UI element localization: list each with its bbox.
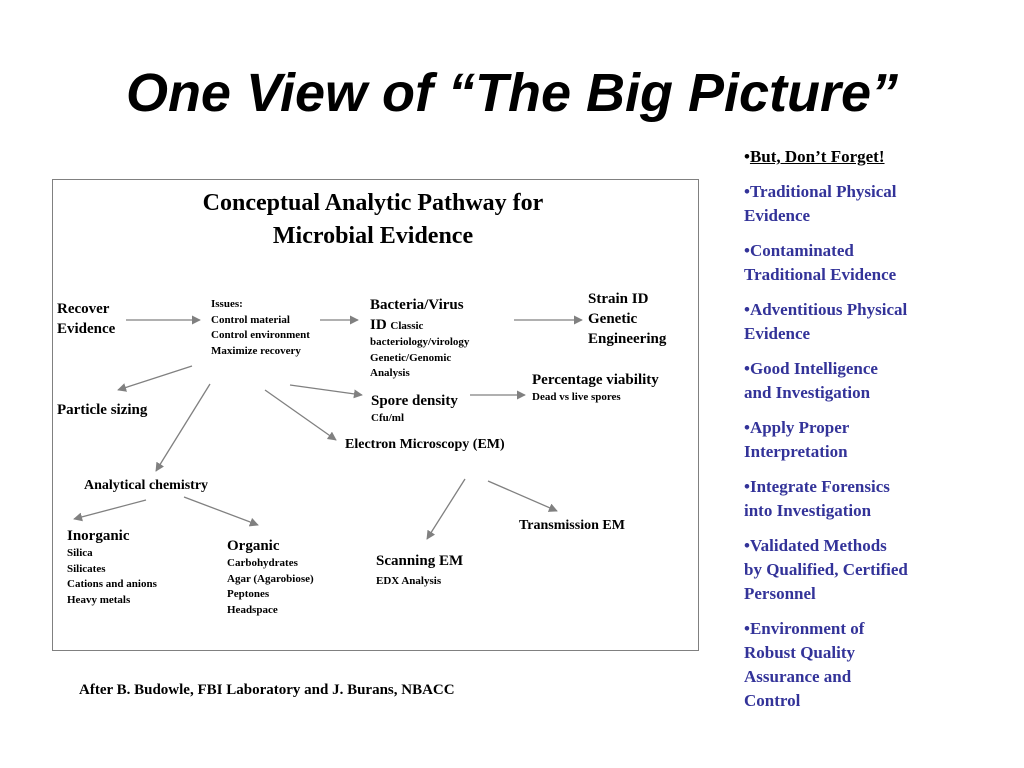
bacteria-line-2-main: ID [370, 317, 387, 333]
spore-main: Spore density [371, 393, 458, 409]
reminder-item: •Traditional Physical Evidence [744, 180, 959, 228]
spore-sub: Cfu/ml [371, 412, 404, 424]
bullet-glyph: • [744, 147, 750, 166]
reminder-line: Environment of [749, 619, 865, 638]
arrow-to-scanning [426, 478, 466, 540]
analytical-chemistry-node: Analytical chemistry [84, 478, 209, 493]
reminder-line: Personnel [744, 584, 816, 603]
particle-sizing-node: Particle sizing [57, 402, 148, 418]
transmission-em-node: Transmission EM [519, 518, 625, 533]
arrow-to-particle [117, 365, 193, 392]
bullet-glyph: • [744, 359, 750, 378]
reminder-line: by Qualified, Certified [744, 560, 908, 579]
percentage-main: Percentage viability [532, 372, 659, 388]
issues-line-1: Issues: [211, 298, 243, 310]
percentage-viability-node: Percentage viability Dead vs live spores [532, 370, 659, 406]
issues-line-4: Maximize recovery [211, 344, 301, 357]
issues-line-2: Control material [211, 313, 290, 326]
inorganic-item-1: Silica [67, 547, 93, 559]
organic-item-3: Peptones [227, 588, 270, 600]
reminder-item: •Validated Methods by Qualified, Certifi… [744, 534, 959, 606]
arrow-to-analytical [155, 383, 211, 472]
scanning-sub: EDX Analysis [376, 575, 442, 587]
inorganic-item-4: Heavy metals [67, 593, 131, 606]
reminder-line: into Investigation [744, 501, 872, 520]
diagram-title-line-1: Conceptual Analytic Pathway for [202, 190, 544, 216]
reminder-item: •Integrate Forensics into Investigation [744, 475, 959, 523]
organic-node: Organic Carbohydrates Agar (Agarobiose) … [227, 536, 314, 618]
diagram-panel [52, 179, 699, 651]
organic-item-2: Agar (Agarobiose) [227, 572, 314, 585]
reminder-line: Evidence [744, 206, 811, 225]
arrow-to-organic [183, 496, 259, 527]
reminder-line: Integrate Forensics [749, 477, 890, 496]
spore-density-node: Spore density Cfu/ml [371, 391, 458, 427]
reminder-line: Apply Proper [749, 418, 850, 437]
reminder-line: Traditional Evidence [744, 265, 897, 284]
bullet-glyph: • [744, 182, 750, 201]
bacteria-virus-node: Bacteria/Virus ID Classic bacteriology/v… [370, 295, 469, 382]
bullet-glyph: • [744, 619, 750, 638]
arrow-to-inorganic [73, 499, 147, 522]
inorganic-item-3: Cations and anions [67, 578, 157, 590]
arrow-to-transmission [487, 480, 558, 512]
bullet-glyph: • [744, 536, 750, 555]
reminder-line: Robust Quality [744, 643, 855, 662]
bacteria-small-1: bacteriology/virology [370, 336, 470, 348]
bacteria-small-2: Genetic/Genomic [370, 351, 452, 364]
reminder-list: •But, Don’t Forget! •Traditional Physica… [744, 145, 959, 724]
inorganic-item-2: Silicates [67, 562, 106, 575]
recover-line-1: Recover [57, 301, 110, 317]
scanning-em-node: Scanning EM EDX Analysis [376, 551, 463, 590]
reminder-line: Control [744, 691, 801, 710]
inorganic-main: Inorganic [67, 528, 130, 544]
scanning-main: Scanning EM [376, 553, 464, 569]
reminder-line: Adventitious Physical [749, 300, 908, 319]
bullet-glyph: • [744, 241, 750, 260]
reminder-line: Assurance and [744, 667, 852, 686]
reminder-line: and Investigation [744, 383, 871, 402]
slide-title: One View of “The Big Picture” [125, 63, 899, 123]
reminder-line: Interpretation [744, 442, 848, 461]
reminder-line: Traditional Physical [749, 182, 897, 201]
strain-line-1: Strain ID [588, 291, 649, 307]
bullet-glyph: • [744, 418, 750, 437]
reminder-line: Contaminated [749, 241, 854, 260]
reminder-heading-text: But, Don’t Forget! [749, 147, 885, 166]
bullet-glyph: • [744, 477, 750, 496]
arrow-to-spore [289, 384, 363, 399]
issues-node: Issues: Control material Control environ… [211, 297, 310, 359]
strain-line-3: Engineering [588, 331, 667, 347]
diagram-title: Conceptual Analytic Pathway for Microbia… [0, 187, 746, 253]
bullet-glyph: • [744, 300, 750, 319]
inorganic-node: Inorganic Silica Silicates Cations and a… [67, 526, 157, 608]
source-credit: After B. Budowle, FBI Laboratory and J. … [79, 682, 455, 698]
reminder-line: Good Intelligence [749, 359, 878, 378]
percentage-sub: Dead vs live spores [532, 391, 621, 403]
reminder-item: •Good Intelligence and Investigation [744, 357, 959, 405]
organic-item-1: Carbohydrates [227, 557, 298, 569]
reminder-item: •Adventitious Physical Evidence [744, 298, 959, 346]
strain-line-2: Genetic [588, 311, 638, 327]
reminder-line: Evidence [744, 324, 811, 343]
recover-evidence-node: Recover Evidence [57, 299, 115, 339]
strain-id-node: Strain ID Genetic Engineering [588, 289, 666, 349]
bacteria-line-2-small: Classic [390, 320, 424, 332]
organic-item-4: Headspace [227, 603, 278, 616]
arrow-to-em [264, 389, 337, 441]
organic-main: Organic [227, 538, 280, 554]
reminder-item: •Apply Proper Interpretation [744, 416, 959, 464]
reminder-item: •Contaminated Traditional Evidence [744, 239, 959, 287]
reminder-heading: •But, Don’t Forget! [744, 145, 959, 169]
recover-line-2: Evidence [57, 321, 116, 337]
bacteria-small-3: Analysis [370, 367, 410, 379]
diagram-title-line-2: Microbial Evidence [272, 223, 474, 249]
reminder-item: •Environment of Robust Quality Assurance… [744, 617, 959, 713]
reminder-line: Validated Methods [749, 536, 887, 555]
issues-line-3: Control environment [211, 329, 310, 341]
bacteria-line-1: Bacteria/Virus [370, 297, 464, 313]
electron-microscopy-node: Electron Microscopy (EM) [345, 437, 505, 452]
